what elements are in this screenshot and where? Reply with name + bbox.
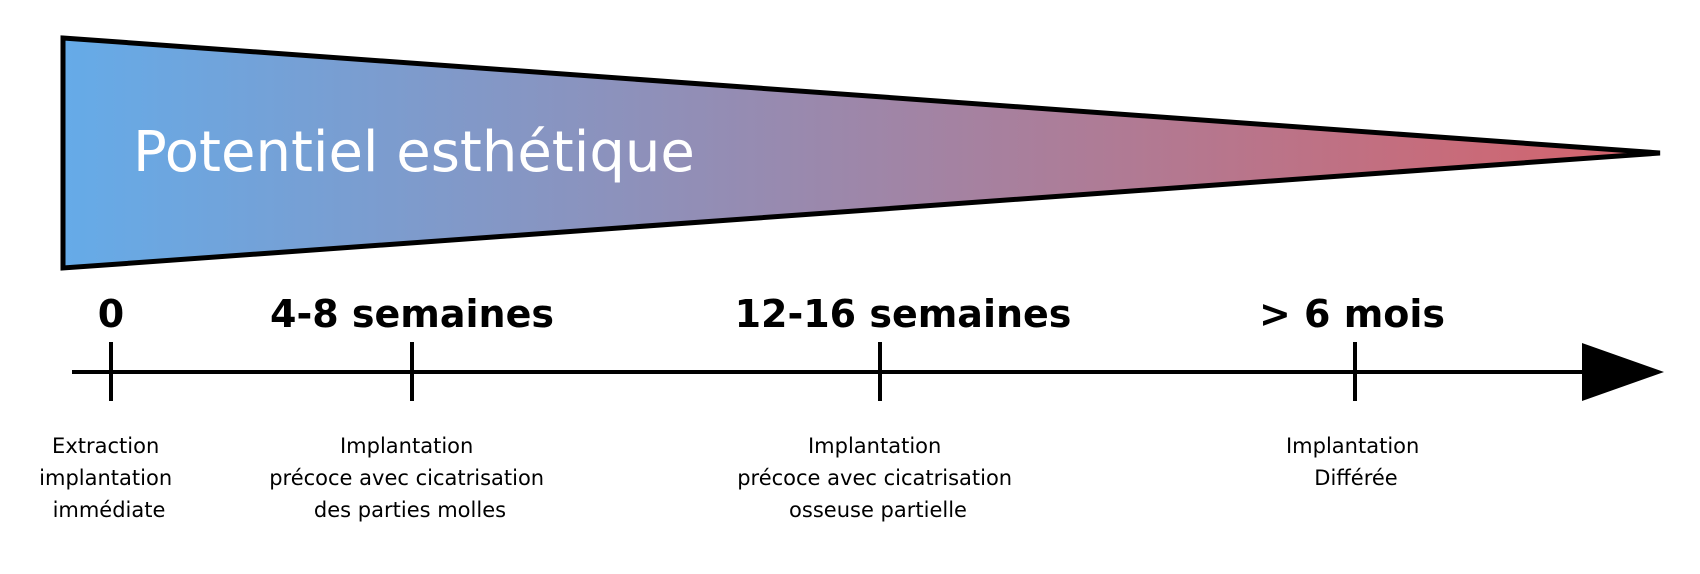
stage-description-line: Implantation <box>340 434 473 458</box>
timeline-axis <box>72 343 1664 401</box>
wedge-shape <box>60 35 1661 271</box>
stage-time-label: 0 <box>98 292 124 336</box>
timeline-stages: 0 Extraction implantation immédiate 4-8 … <box>39 292 1445 522</box>
stage-description: Extraction implantation immédiate <box>39 434 179 522</box>
stage-description-line: Différée <box>1314 466 1397 490</box>
stage-early-partial-bone: 12-16 semaines Implantation précoce avec… <box>735 292 1072 522</box>
stage-time-label: 12-16 semaines <box>735 292 1072 336</box>
stage-immediate: 0 Extraction implantation immédiate <box>39 292 179 522</box>
stage-description-line: précoce avec cicatrisation <box>269 466 544 490</box>
stage-description-line: précoce avec cicatrisation <box>737 466 1012 490</box>
stage-description-line: des parties molles <box>314 498 506 522</box>
stage-description-line: osseuse partielle <box>789 498 967 522</box>
stage-description-line: Extraction <box>52 434 159 458</box>
stage-description: Implantation précoce avec cicatrisation … <box>737 434 1019 522</box>
stage-description-line: immédiate <box>53 498 166 522</box>
stage-time-label: 4-8 semaines <box>270 292 554 336</box>
axis-arrowhead <box>1582 343 1664 401</box>
aesthetic-potential-wedge: Potentiel esthétique <box>60 35 1661 271</box>
stage-time-label: > 6 mois <box>1259 292 1445 336</box>
wedge-title: Potentiel esthétique <box>133 120 695 185</box>
stage-description: Implantation précoce avec cicatrisation … <box>269 434 551 522</box>
stage-delayed: > 6 mois Implantation Différée <box>1259 292 1445 490</box>
stage-description-line: implantation <box>39 466 172 490</box>
stage-description-line: Implantation <box>808 434 941 458</box>
stage-description: Implantation Différée <box>1286 434 1426 490</box>
stage-early-soft-tissue: 4-8 semaines Implantation précoce avec c… <box>269 292 554 522</box>
stage-description-line: Implantation <box>1286 434 1419 458</box>
